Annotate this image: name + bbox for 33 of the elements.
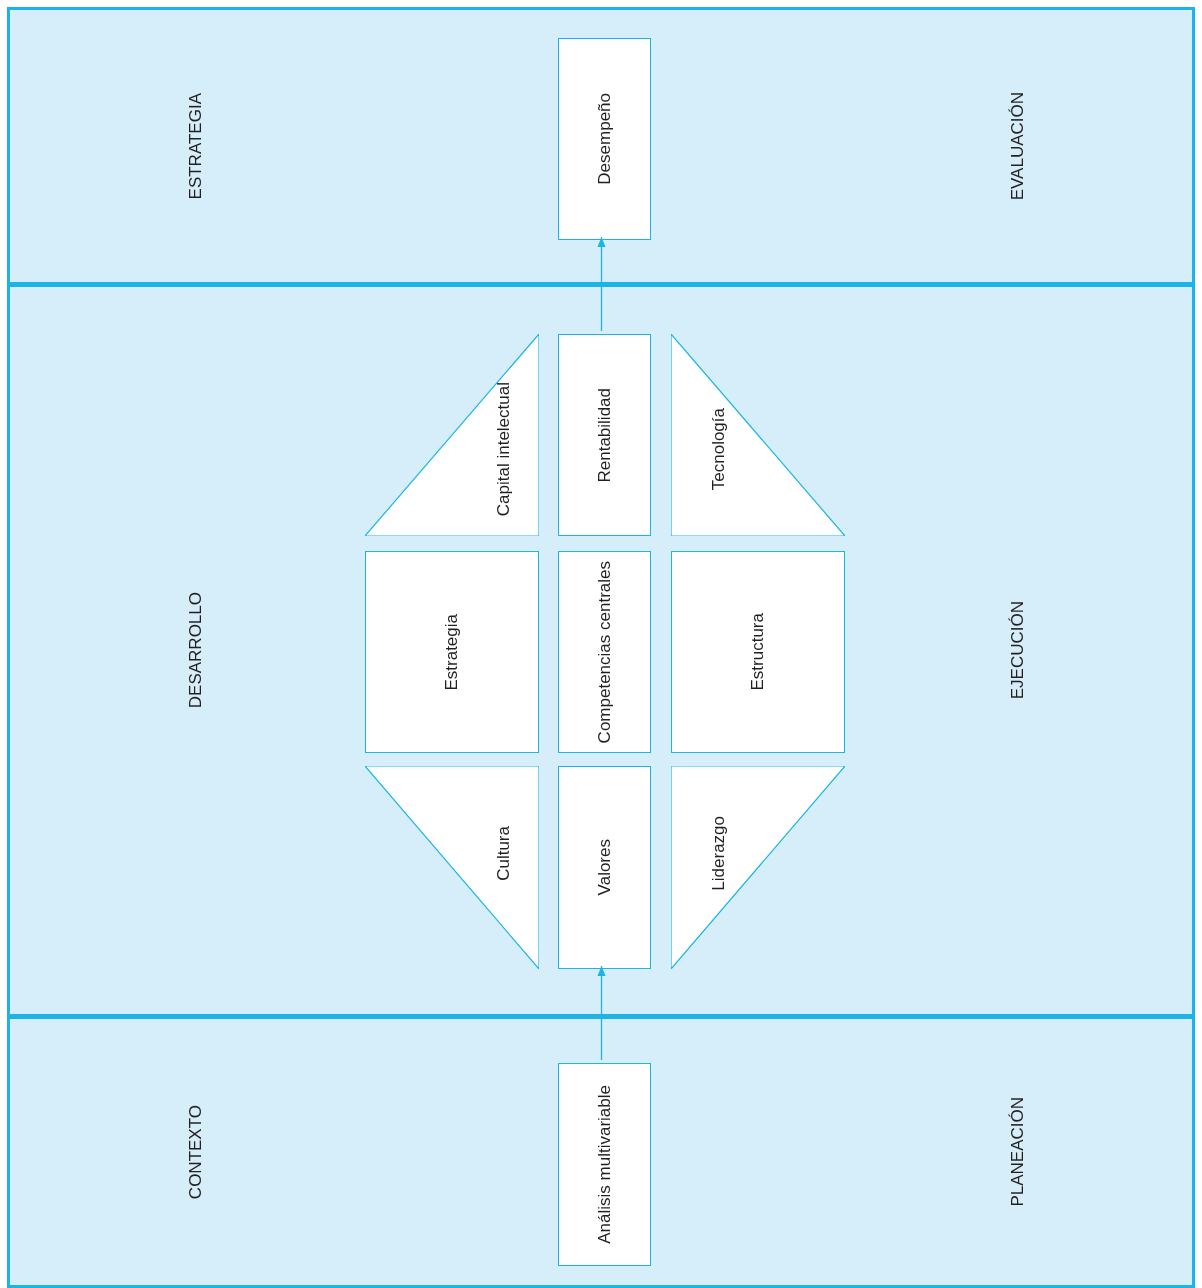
triangle-shape xyxy=(365,766,539,969)
process-box xyxy=(365,551,539,753)
triangle-shape xyxy=(365,334,539,536)
band-panel xyxy=(7,7,1195,285)
band-label: CONTEXTO xyxy=(185,1104,207,1200)
process-box xyxy=(558,334,651,536)
box-label: Valores xyxy=(593,839,615,896)
band-label: DESARROLLO xyxy=(185,592,207,709)
triangle-shape xyxy=(671,766,845,969)
box-label: Desempeño xyxy=(593,93,615,185)
process-box xyxy=(671,551,845,753)
box-label: Rentabilidad xyxy=(593,387,615,483)
triangle-label: Cultura xyxy=(493,825,515,881)
triangle-shape xyxy=(671,334,845,536)
box-label: Estructura xyxy=(747,613,769,691)
process-box xyxy=(558,38,651,240)
arrow xyxy=(597,965,606,1061)
band-label: PLANEACIÓN xyxy=(1007,1097,1029,1207)
triangle-label: Liderazgo xyxy=(708,815,730,891)
process-box xyxy=(558,1063,651,1266)
process-box xyxy=(558,551,651,753)
box-label: Estrategia xyxy=(441,613,463,691)
box-label: Competencias centrales xyxy=(593,560,615,744)
band-panel xyxy=(7,284,1195,1017)
arrow xyxy=(597,236,606,332)
triangle-label: Tecnología xyxy=(708,407,730,491)
band-label: ESTRATEGIA xyxy=(185,92,207,200)
band-label: EVALUACIÓN xyxy=(1007,91,1029,201)
box-label: Análisis multivariable xyxy=(593,1085,615,1244)
band-panel xyxy=(7,1016,1195,1288)
triangle-label: Capital intelectual xyxy=(493,381,515,517)
process-box xyxy=(558,766,651,969)
band-label: EJECUCIÓN xyxy=(1007,601,1029,700)
